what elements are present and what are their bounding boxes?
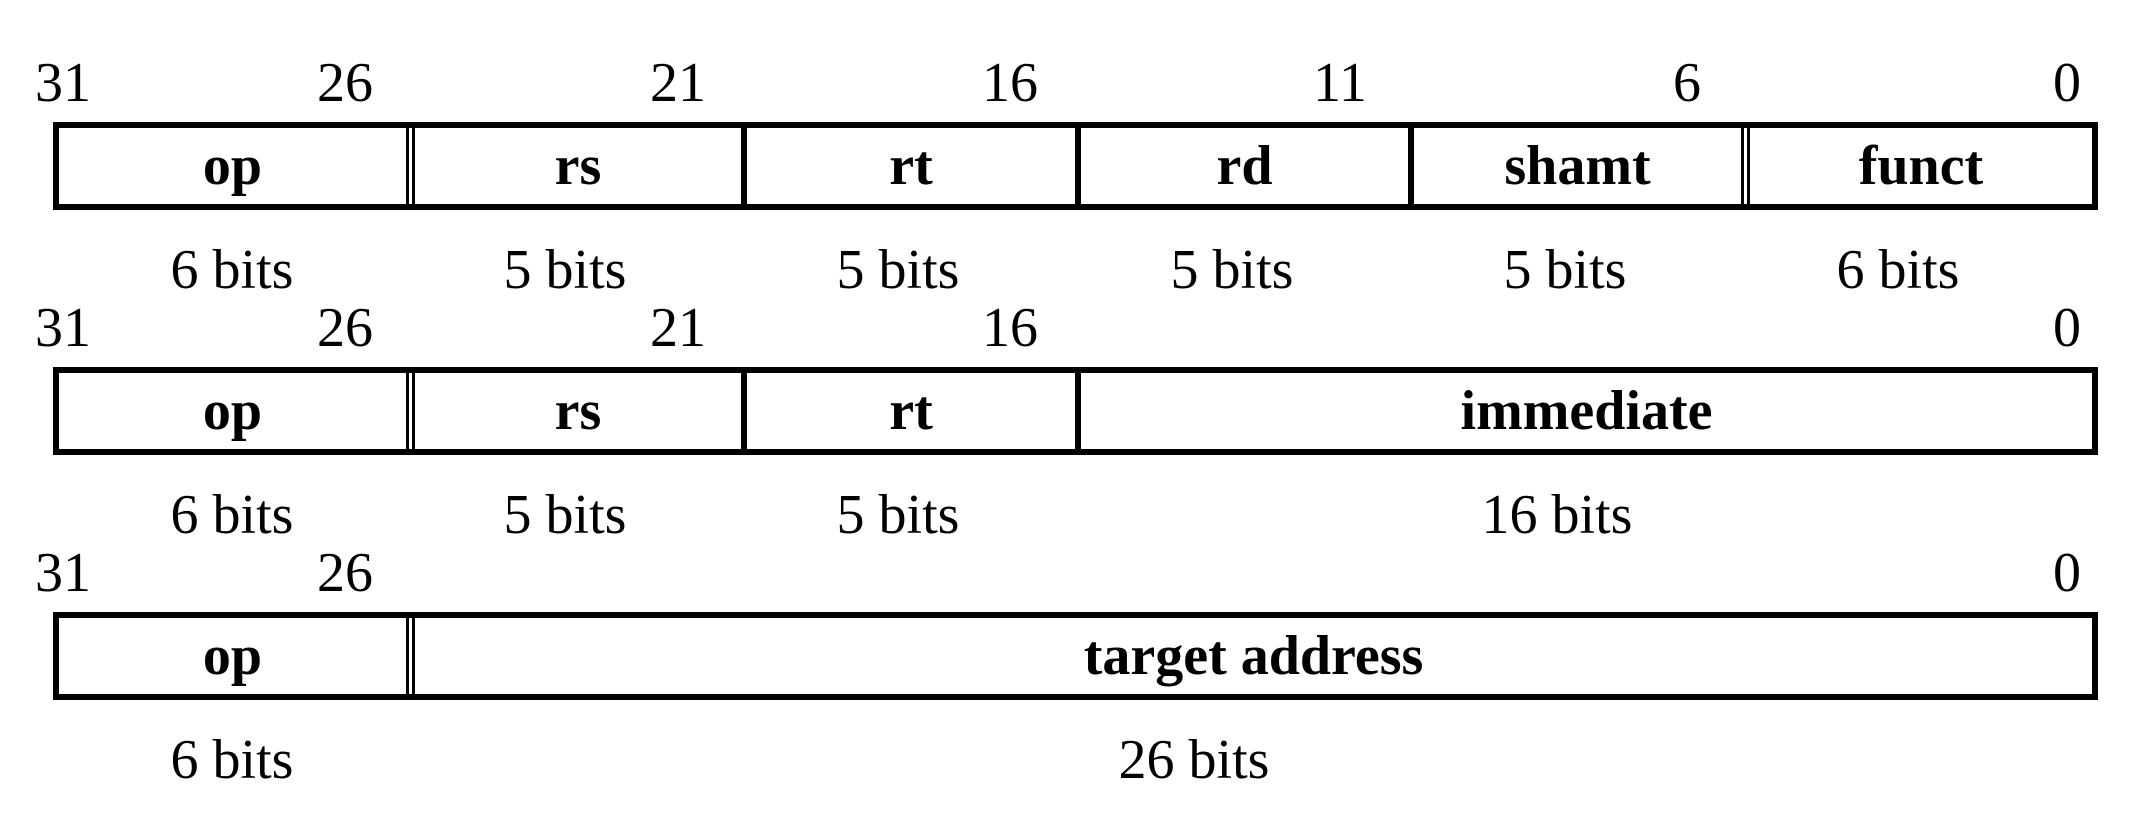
format-r: 31 26 21 16 11 6 0 op rs rt rd shamt fun…: [0, 0, 2138, 298]
field-bar: op rs rt immediate: [53, 367, 2098, 455]
field-width: 5 bits: [503, 239, 627, 301]
bit-number: 16: [982, 52, 1038, 114]
field-rt: rt: [889, 135, 933, 197]
field-rs: rs: [554, 135, 602, 197]
field-divider: [1408, 128, 1414, 204]
field-divider: [1741, 128, 1750, 204]
field-divider: [1075, 373, 1081, 449]
field-op: op: [202, 380, 263, 442]
field-rs: rs: [554, 380, 602, 442]
field-rt: rt: [889, 380, 933, 442]
bit-number: 31: [35, 297, 91, 359]
bit-number: 16: [982, 297, 1038, 359]
bit-number: 26: [317, 542, 373, 604]
bit-number: 0: [2053, 542, 2081, 604]
bit-number: 21: [650, 52, 706, 114]
field-width: 6 bits: [1836, 239, 1960, 301]
bit-number: 6: [1673, 52, 1701, 114]
field-bar: op rs rt rd shamt funct: [53, 122, 2098, 210]
bit-number: 26: [317, 297, 373, 359]
bit-number: 31: [35, 542, 91, 604]
field-width: 5 bits: [1170, 239, 1294, 301]
field-width: 6 bits: [170, 729, 294, 791]
field-bar: op target address: [53, 612, 2098, 700]
field-op: op: [202, 625, 263, 687]
field-width: 5 bits: [503, 484, 627, 546]
bit-number: 0: [2053, 297, 2081, 359]
format-i: 31 26 21 16 0 op rs rt immediate 6 bits …: [0, 245, 2138, 543]
bit-number: 11: [1313, 52, 1367, 114]
field-funct: funct: [1858, 135, 1984, 197]
field-op: op: [202, 135, 263, 197]
bit-number: 21: [650, 297, 706, 359]
field-width: 5 bits: [1503, 239, 1627, 301]
field-width: 5 bits: [836, 484, 960, 546]
field-divider: [741, 128, 747, 204]
bit-number: 26: [317, 52, 373, 114]
field-width: 6 bits: [170, 484, 294, 546]
field-shamt: shamt: [1504, 135, 1651, 197]
field-width: 5 bits: [836, 239, 960, 301]
format-j: 31 26 0 op target address 6 bits 26 bits: [0, 490, 2138, 788]
bit-number: 31: [35, 52, 91, 114]
field-divider: [1075, 128, 1081, 204]
field-target-address: target address: [1083, 625, 1424, 687]
bit-number: 0: [2053, 52, 2081, 114]
field-divider: [406, 128, 415, 204]
field-divider: [406, 373, 415, 449]
field-divider: [406, 618, 415, 694]
field-width: 6 bits: [170, 239, 294, 301]
field-immediate: immediate: [1460, 380, 1713, 442]
field-width: 16 bits: [1481, 484, 1633, 546]
field-width: 26 bits: [1118, 729, 1270, 791]
field-rd: rd: [1216, 135, 1273, 197]
field-divider: [741, 373, 747, 449]
